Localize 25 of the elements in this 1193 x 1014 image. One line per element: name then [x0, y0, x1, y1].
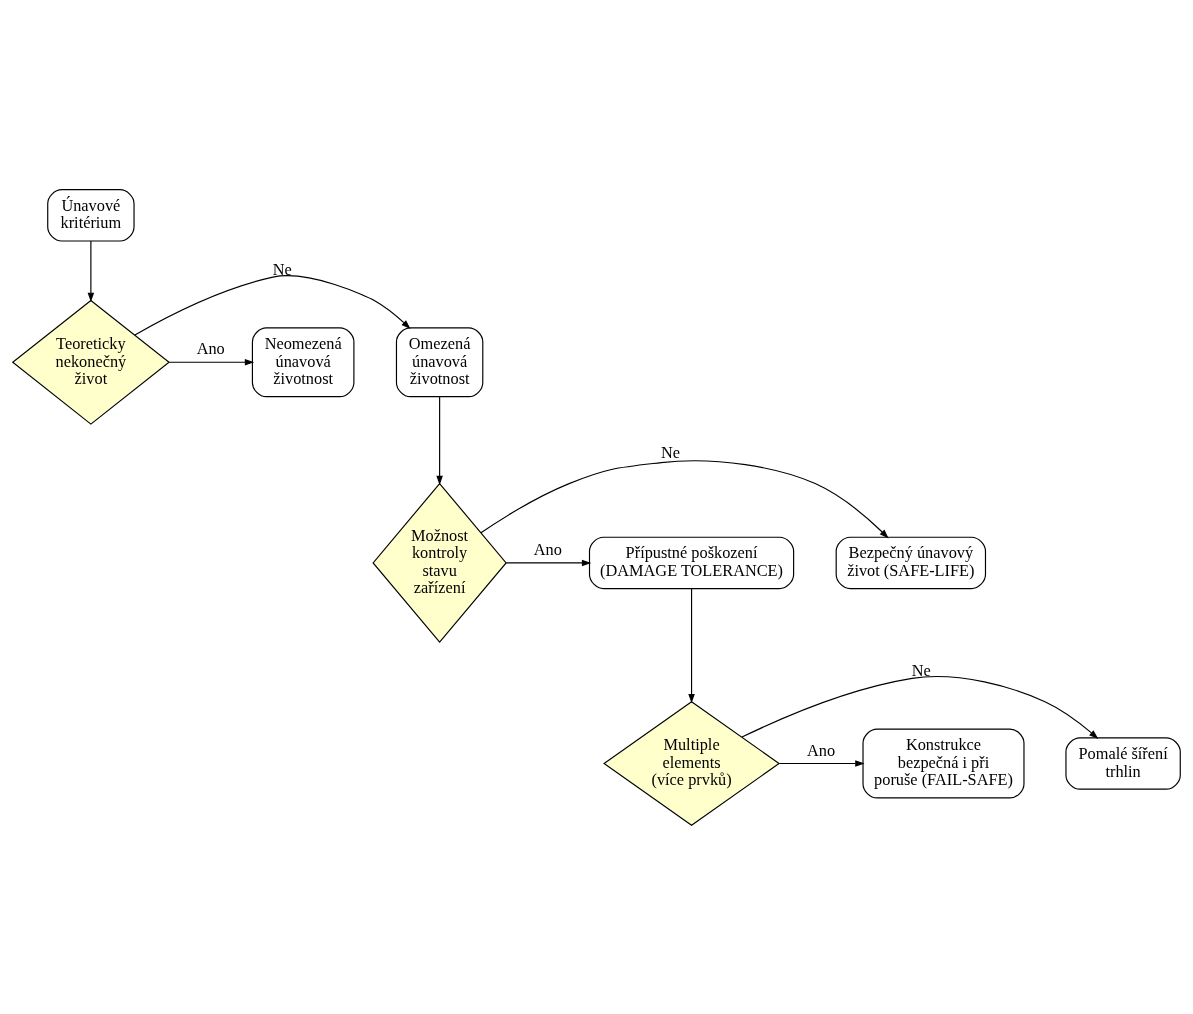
arrow [778, 759, 865, 767]
arrow [168, 358, 255, 366]
node-diamond: Možnost kontroly stavu zařízení [372, 482, 507, 643]
arrow [436, 396, 443, 485]
edge-label: Ne [911, 660, 931, 680]
node-diamond: Teoreticky nekonečný život [11, 299, 170, 425]
node-box: Konstrukce bezpečná i při poruše (FAIL-SAFE) [862, 728, 1025, 798]
node-box: Neomezená únavová životnost [251, 326, 355, 397]
edge-label: Ano [533, 539, 562, 559]
edge-label: Ano [806, 740, 836, 760]
arrow [505, 559, 592, 566]
arrow [87, 239, 95, 302]
arrow [688, 587, 695, 703]
edge-label: Ne [661, 442, 681, 462]
arrow [741, 675, 1099, 739]
node-box: Únavové kritérium [47, 188, 135, 242]
edge-label: Ano [196, 338, 225, 358]
edge-label: Ne [272, 259, 292, 279]
node-box: Bezpečný únavový život (SAFE-LIFE) [835, 536, 987, 589]
node-box: Přípustné poškození (DAMAGE TOLERANCE) [588, 536, 795, 589]
node-box: Pomalé šíření trhlin [1065, 736, 1181, 790]
arrow [480, 459, 889, 538]
arrow [134, 274, 411, 336]
node-box: Omezená únavová životnost [395, 326, 484, 397]
node-diamond: Multiple elements (více prvků) [603, 700, 781, 826]
